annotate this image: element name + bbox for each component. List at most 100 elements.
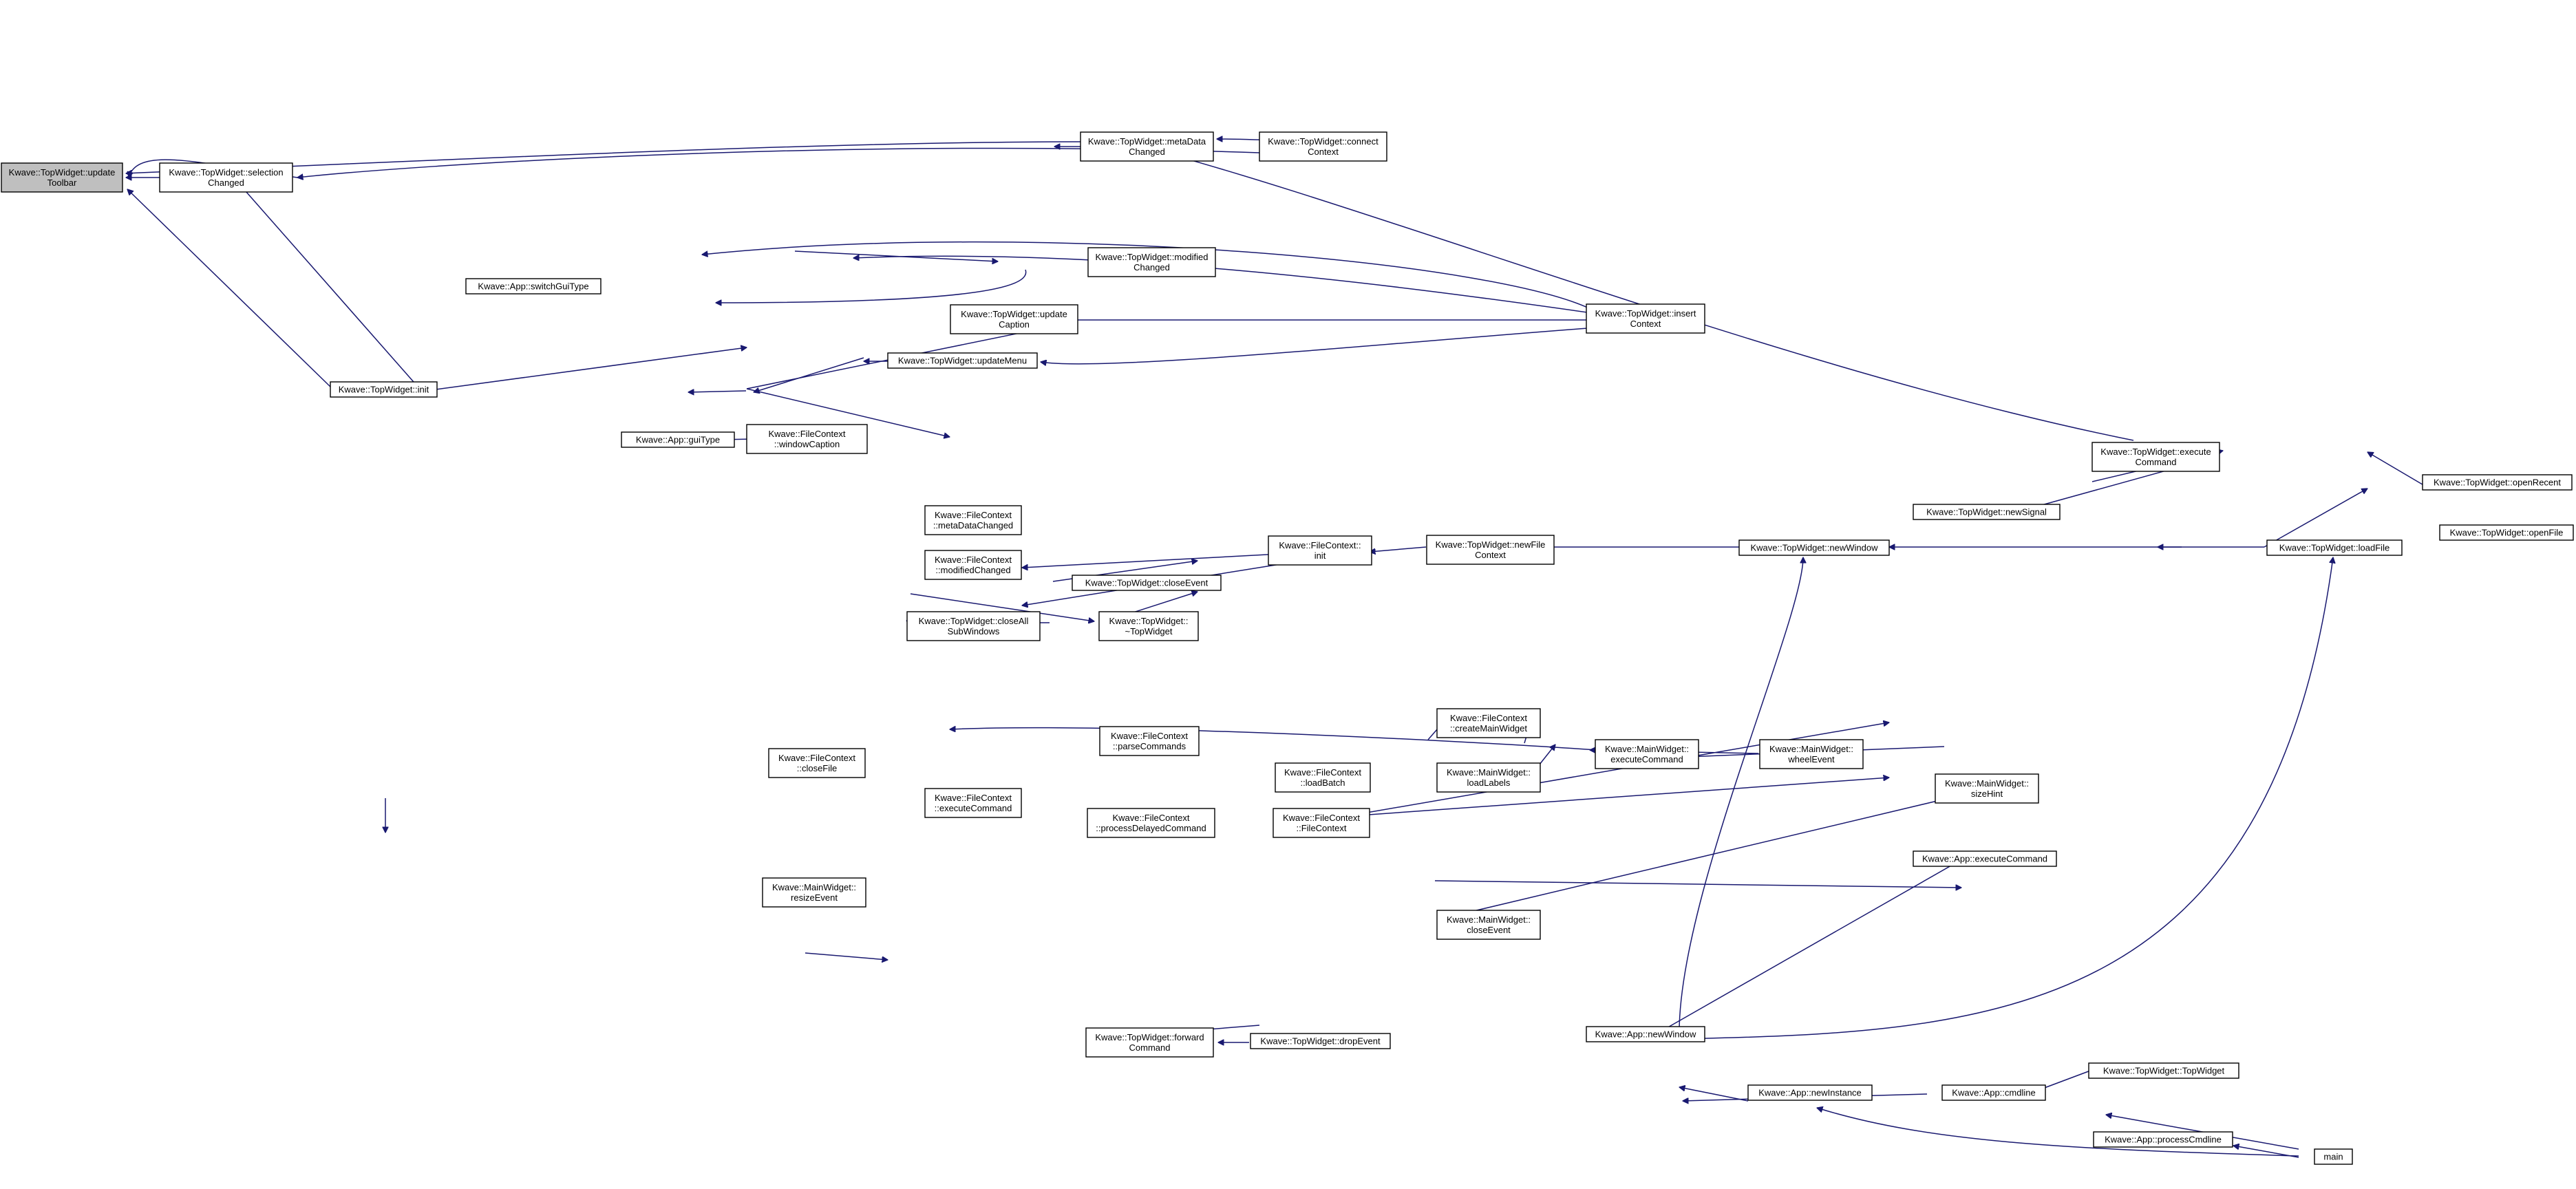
graph-node[interactable]: Kwave::MainWidget::sizeHint bbox=[1935, 773, 2039, 804]
node-box bbox=[1268, 535, 1372, 566]
graph-node[interactable]: Kwave::MainWidget::closeEvent bbox=[1436, 910, 1541, 940]
graph-node[interactable]: Kwave::App::executeCommand bbox=[1913, 850, 2057, 867]
graph-node[interactable]: Kwave::TopWidget::closeEvent bbox=[1072, 575, 1222, 591]
node-box bbox=[1436, 708, 1541, 738]
graph-node[interactable]: Kwave::FileContext::windowCaption bbox=[746, 424, 868, 454]
node-box bbox=[1072, 575, 1222, 591]
graph-node[interactable]: Kwave::App::processCmdline bbox=[2093, 1131, 2233, 1148]
graph-node[interactable]: Kwave::FileContext::loadBatch bbox=[1275, 762, 1371, 793]
node-box bbox=[1275, 762, 1371, 793]
graph-node[interactable]: Kwave::App::cmdline bbox=[1941, 1084, 2046, 1101]
graph-node[interactable]: main bbox=[2314, 1148, 2353, 1165]
graph-node[interactable]: Kwave::TopWidget::openFile bbox=[2439, 524, 2574, 541]
graph-node[interactable]: Kwave::FileContext::FileContext bbox=[1273, 808, 1370, 838]
node-box bbox=[1595, 739, 1699, 769]
edge bbox=[1817, 1108, 2299, 1157]
node-box bbox=[1273, 808, 1370, 838]
graph-node[interactable]: Kwave::TopWidget::init bbox=[330, 381, 438, 398]
node-label: Kwave::MainWidget:: bbox=[1447, 914, 1531, 925]
node-box bbox=[1747, 1084, 1873, 1101]
node-box bbox=[1087, 808, 1215, 838]
node-label: Kwave::App::executeCommand bbox=[1922, 854, 2047, 864]
node-label: Kwave::TopWidget::closeEvent bbox=[1085, 578, 1209, 588]
graph-node[interactable]: Kwave::TopWidget::~TopWidget bbox=[1098, 611, 1199, 641]
graph-node[interactable]: Kwave::FileContext::processDelayedComman… bbox=[1087, 808, 1215, 838]
node-label: Caption bbox=[999, 319, 1030, 330]
graph-node[interactable]: Kwave::TopWidget::dropEvent bbox=[1250, 1033, 1391, 1049]
node-label: Context bbox=[1308, 147, 1339, 157]
graph-node[interactable]: Kwave::FileContext::createMainWidget bbox=[1436, 708, 1541, 738]
node-box bbox=[768, 748, 866, 778]
node-label: ~TopWidget bbox=[1125, 626, 1172, 636]
node-label: ::FileContext bbox=[1297, 823, 1347, 833]
node-label: ::createMainWidget bbox=[1450, 723, 1527, 733]
edge bbox=[2264, 489, 2367, 548]
graph-node[interactable]: Kwave::TopWidget::TopWidget bbox=[2088, 1062, 2239, 1079]
node-label: Kwave::App::cmdline bbox=[1952, 1088, 2035, 1098]
edge bbox=[1434, 880, 1961, 888]
node-label: executeCommand bbox=[1610, 754, 1683, 764]
node-label: Kwave::App::guiType bbox=[636, 435, 720, 445]
edge bbox=[2367, 452, 2430, 489]
graph-node[interactable]: Kwave::FileContext::executeCommand bbox=[924, 788, 1022, 818]
graph-node[interactable]: Kwave::MainWidget::loadLabels bbox=[1436, 762, 1541, 793]
node-label: Kwave::MainWidget:: bbox=[1769, 744, 1853, 754]
node-box bbox=[1941, 1084, 2046, 1101]
edge bbox=[910, 593, 1094, 621]
edge bbox=[1041, 327, 1597, 364]
node-label: ::parseCommands bbox=[1113, 741, 1186, 751]
edge bbox=[1022, 553, 1281, 568]
edge bbox=[805, 952, 888, 960]
node-box bbox=[1098, 611, 1199, 641]
graph-node[interactable]: Kwave::FileContext::modifiedChanged bbox=[924, 550, 1022, 580]
graph-node[interactable]: Kwave::FileContext::init bbox=[1268, 535, 1372, 566]
graph-node[interactable]: Kwave::TopWidget::newWindow bbox=[1738, 539, 1890, 556]
edge bbox=[241, 186, 419, 388]
graph-node[interactable]: Kwave::TopWidget::metaDataChanged bbox=[1080, 131, 1214, 162]
node-label: Kwave::TopWidget::loadFile bbox=[2279, 543, 2389, 553]
node-label: Kwave::FileContext bbox=[1111, 731, 1188, 741]
node-box bbox=[1087, 247, 1216, 277]
node-label: Kwave::FileContext bbox=[1283, 813, 1360, 823]
node-label: Command bbox=[2136, 457, 2177, 467]
edge bbox=[950, 728, 1597, 751]
edge bbox=[754, 357, 864, 392]
node-box bbox=[950, 304, 1078, 334]
graph-node[interactable]: Kwave::FileContext::closeFile bbox=[768, 748, 866, 778]
graph-node[interactable]: Kwave::FileContext::parseCommands bbox=[1099, 726, 1200, 756]
node-box bbox=[1436, 762, 1541, 793]
edge bbox=[1679, 557, 2333, 1040]
node-label: Kwave::TopWidget::modified bbox=[1095, 252, 1208, 262]
node-box bbox=[1426, 535, 1555, 565]
graph-node[interactable]: Kwave::MainWidget::executeCommand bbox=[1595, 739, 1699, 769]
graph-node[interactable]: Kwave::App::newWindow bbox=[1586, 1026, 1705, 1042]
graph-node[interactable]: Kwave::MainWidget::resizeEvent bbox=[762, 877, 866, 908]
graph-node[interactable]: Kwave::TopWidget::updateMenu bbox=[887, 352, 1038, 369]
graph-node[interactable]: Kwave::App::guiType bbox=[621, 431, 735, 448]
node-label: Kwave::FileContext bbox=[935, 793, 1012, 803]
graph-node[interactable]: Kwave::MainWidget::wheelEvent bbox=[1759, 739, 1864, 769]
node-label: Kwave::TopWidget::init bbox=[339, 385, 429, 395]
graph-node[interactable]: Kwave::App::newInstance bbox=[1747, 1084, 1873, 1101]
graph-node[interactable]: Kwave::FileContext::metaDataChanged bbox=[924, 505, 1022, 535]
graph-node[interactable]: Kwave::TopWidget::newSignal bbox=[1913, 504, 2061, 520]
node-label: sizeHint bbox=[1971, 789, 2003, 799]
node-label: ::loadBatch bbox=[1300, 778, 1345, 788]
graph-node[interactable]: Kwave::TopWidget::openRecent bbox=[2422, 474, 2573, 491]
graph-node[interactable]: Kwave::App::switchGuiType bbox=[465, 278, 602, 294]
node-label: Kwave::TopWidget::newSignal bbox=[1926, 507, 2047, 517]
node-box bbox=[1, 162, 123, 193]
node-label: ::executeCommand bbox=[935, 803, 1012, 813]
node-label: Kwave::TopWidget::updateMenu bbox=[898, 356, 1027, 366]
graph-node[interactable]: Kwave::TopWidget::loadFile bbox=[2266, 539, 2403, 556]
graph-node[interactable]: Kwave::TopWidget::modifiedChanged bbox=[1087, 247, 1216, 277]
graph-node[interactable]: Kwave::TopWidget::executeCommand bbox=[2091, 442, 2220, 472]
